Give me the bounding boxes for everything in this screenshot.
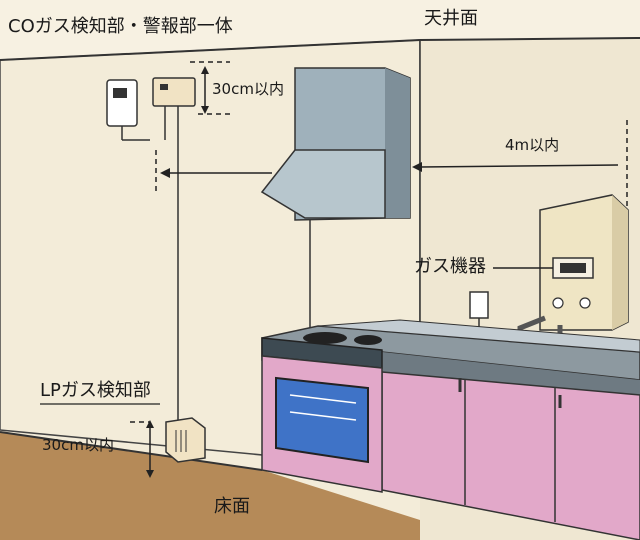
lp-detector-label: LPガス検知部: [40, 380, 151, 401]
ceiling-label: 天井面: [424, 8, 478, 29]
lp-distance-label: 30cm以内: [42, 436, 114, 454]
co-detector-label: COガス検知部・警報部一体: [8, 16, 233, 37]
range-hood: [260, 67, 411, 330]
co-distance-label: 30cm以内: [212, 80, 284, 98]
floor-surface: [0, 432, 420, 540]
lp-distance-indicator: [40, 403, 160, 478]
co-detector-unit: [106, 77, 196, 420]
gas-appliance: [493, 194, 629, 331]
floor-label: 床面: [214, 496, 250, 517]
lp-detector-unit: [165, 417, 206, 463]
horizontal-distance-label: 4m以内: [505, 136, 560, 154]
co-distance-indicator: [190, 61, 230, 115]
gas-appliance-label: ガス機器: [414, 256, 486, 277]
gas-stove: [261, 332, 383, 493]
horizontal-distance-indicator: [155, 120, 628, 215]
